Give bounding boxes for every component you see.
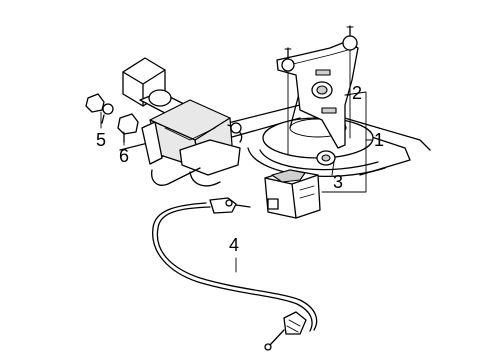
steering-column (122, 57, 243, 187)
bracket (276, 25, 359, 156)
cable (152, 197, 318, 351)
control-module (264, 169, 321, 219)
nut (316, 150, 336, 166)
callout-3: 3 (333, 172, 343, 192)
part-5-connector (85, 93, 114, 124)
callout-labels: 1 2 3 4 5 6 (96, 83, 384, 255)
callout-4: 4 (229, 235, 239, 255)
leader-lines (100, 91, 373, 273)
callout-5: 5 (96, 130, 106, 150)
callout-6: 6 (119, 146, 129, 166)
callout-2: 2 (352, 83, 362, 103)
callout-1: 1 (374, 130, 384, 150)
part-6-switch (117, 113, 139, 143)
